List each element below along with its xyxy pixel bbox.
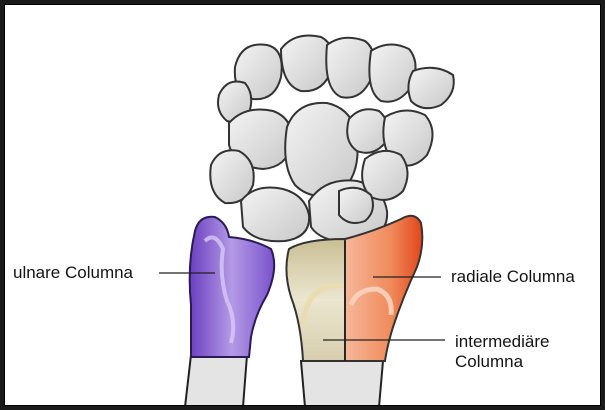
intermediate-column-label: intermediäre Columna bbox=[455, 332, 595, 372]
intermediate-label-line2: Columna bbox=[455, 352, 595, 372]
carpal-bones bbox=[210, 36, 454, 242]
radius-shaft bbox=[301, 361, 383, 406]
radial-column-label: radiale Columna bbox=[451, 267, 575, 287]
intermediate-column bbox=[286, 239, 345, 361]
radial-column bbox=[345, 216, 422, 361]
ulnar-column-label: ulnare Columna bbox=[13, 263, 133, 283]
ulna-shaft bbox=[185, 355, 247, 406]
figure-frame: ulnare Columna radiale Columna intermedi… bbox=[4, 4, 601, 406]
intermediate-label-line1: intermediäre bbox=[455, 332, 595, 352]
